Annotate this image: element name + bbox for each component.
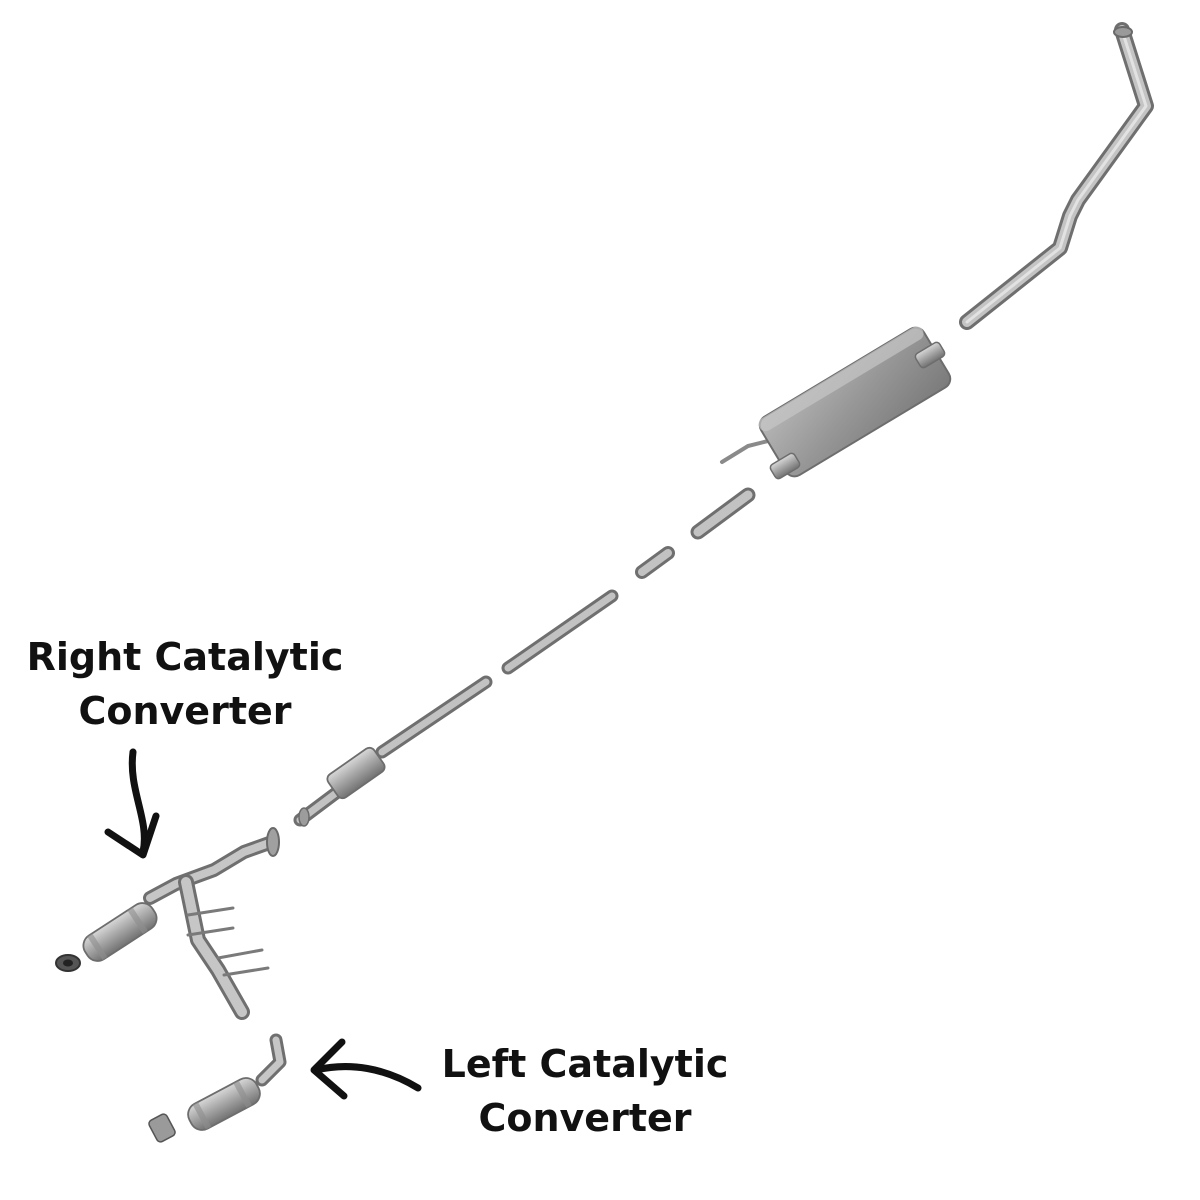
left-converter-arrowhead (310, 1038, 348, 1100)
resonator (293, 746, 386, 827)
left-label-line-1: Left Catalytic (441, 1042, 729, 1086)
right-catalytic-converter-label: Right Catalytic Converter (20, 630, 350, 738)
tailpipe (959, 22, 1154, 330)
left-catalytic-converter (148, 1033, 287, 1143)
left-label-line-2: Converter (478, 1096, 692, 1140)
left-catalytic-converter-label: Left Catalytic Converter (425, 1037, 745, 1145)
right-label-line-2: Converter (78, 689, 292, 733)
right-converter-arrowhead (104, 812, 160, 859)
right-label-line-1: Right Catalytic (26, 635, 344, 679)
left-converter-arrow (312, 1063, 422, 1092)
y-pipe (143, 827, 280, 1020)
intermediate-pipe (375, 487, 756, 759)
right-converter-arrow (128, 748, 148, 856)
muffler (720, 326, 952, 480)
right-catalytic-converter (55, 902, 158, 972)
